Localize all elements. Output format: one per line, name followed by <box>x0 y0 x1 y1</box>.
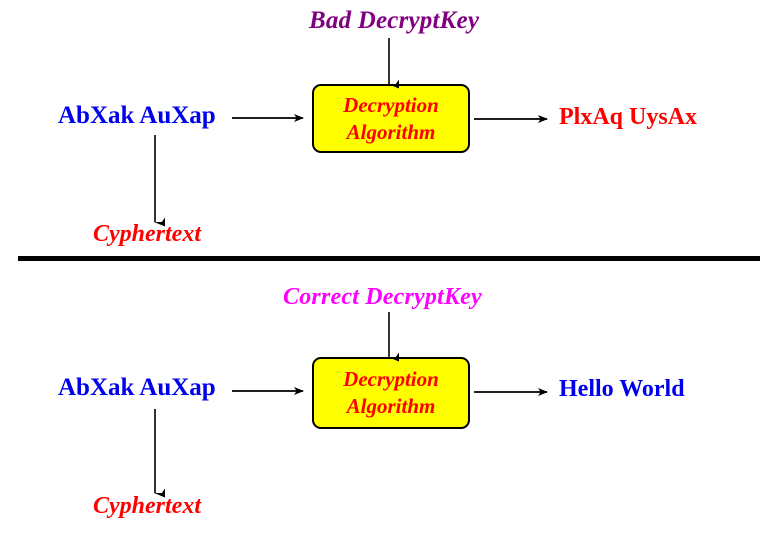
bottom-plaintext-output-label: Hello World <box>559 376 685 402</box>
top-garbage-output-label: PlxAq UysAx <box>559 104 698 130</box>
top-decryption-algorithm-line1: Decryption <box>343 92 439 117</box>
bottom-correct-decryptkey-label: Correct DecryptKey <box>283 284 482 310</box>
top-decryption-algorithm-line2: Algorithm <box>346 119 436 144</box>
top-decryption-algorithm-box: Decryption Algorithm <box>312 84 470 153</box>
bottom-decryption-algorithm-box: Decryption Algorithm <box>312 357 470 429</box>
bottom-cyphertext-annotation-label: Cyphertext <box>93 493 201 519</box>
panel-divider <box>18 256 760 261</box>
bottom-decryption-algorithm-line1: Decryption <box>343 367 439 392</box>
top-cyphertext-annotation-label: Cyphertext <box>93 221 201 247</box>
top-ciphertext-input-label: AbXak AuXap <box>58 102 216 129</box>
bottom-decryption-algorithm-line2: Algorithm <box>346 394 436 418</box>
top-bad-decryptkey-label: Bad DecryptKey <box>309 7 480 34</box>
bottom-ciphertext-input-label: AbXak AuXap <box>58 374 216 401</box>
